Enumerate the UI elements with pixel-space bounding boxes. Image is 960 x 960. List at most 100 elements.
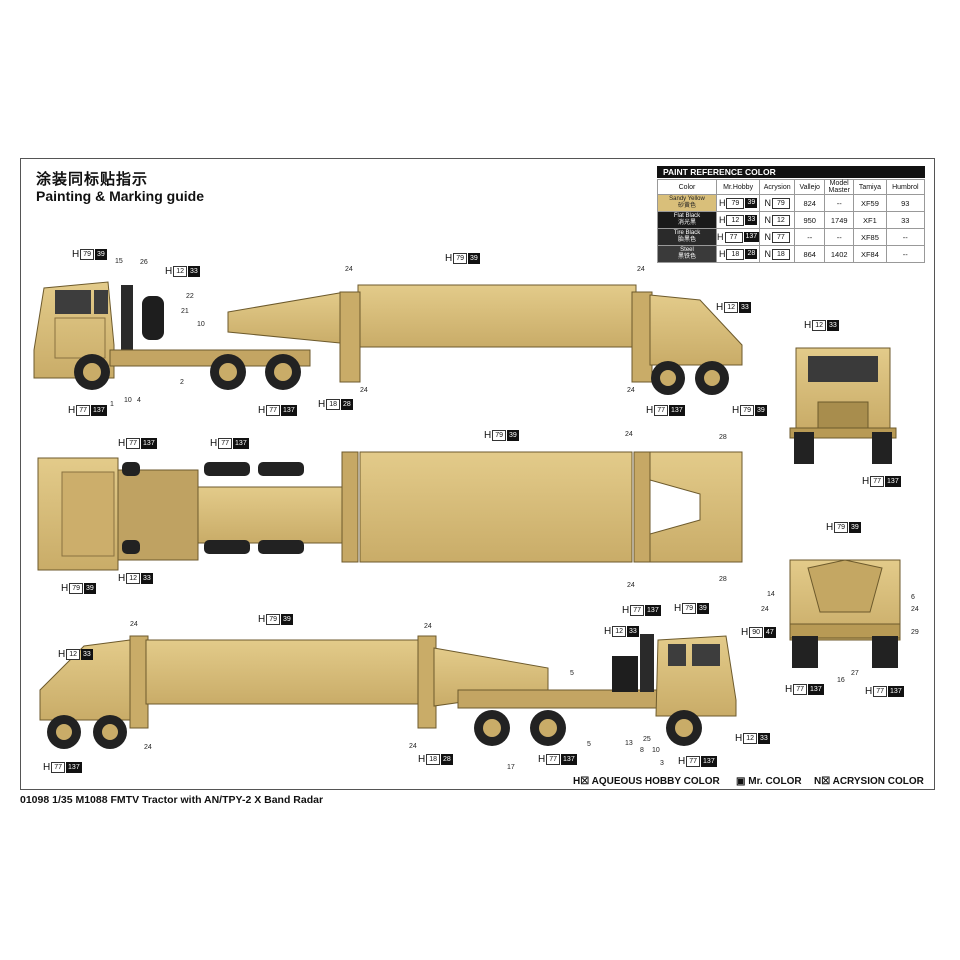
front-windshield	[808, 356, 878, 382]
callout-hobby-code: 79	[740, 405, 755, 416]
front-grille	[817, 401, 869, 431]
decal-number: 24	[360, 387, 368, 394]
decal-number: 24	[345, 266, 353, 273]
exhaust-top	[121, 285, 133, 365]
callout-mr-code: 47	[764, 627, 776, 638]
header-humbrol: Humbrol	[885, 179, 926, 195]
plan-trailer-rear	[649, 451, 743, 563]
decal-number: 24	[627, 582, 635, 589]
decal-number: 10	[652, 747, 660, 754]
color-name-cn: 消光黑	[677, 220, 696, 226]
color-name: Tire Black	[673, 230, 701, 236]
decal-number: 24	[627, 387, 635, 394]
callout-hobby-code: 79	[492, 430, 507, 441]
radar-box-bottom	[145, 639, 421, 705]
callout-mr-code: 137	[281, 405, 297, 416]
callout-mr-code: 137	[808, 684, 824, 695]
callout-mr-code: 137	[669, 405, 685, 416]
callout-mr-code: 33	[627, 626, 639, 637]
decal-number: 21	[181, 308, 189, 315]
trailer-rear-top	[649, 294, 743, 366]
callout-mr-code: 33	[758, 733, 770, 744]
callout-hobby-code: 12	[126, 573, 141, 584]
side-view-bottom	[39, 634, 737, 749]
callout-mr-code: 39	[849, 522, 861, 533]
decal-number: 24	[409, 743, 417, 750]
decal-number: 24	[130, 621, 138, 628]
decal-number: 14	[767, 591, 775, 598]
decal-number: 2	[180, 379, 184, 386]
callout-hobby-code: 90	[749, 627, 764, 638]
decal-number: 24	[911, 606, 919, 613]
callout-mr-code: 137	[91, 405, 107, 416]
callout-hobby-code: 77	[76, 405, 91, 416]
legend-hobby-label: AQUEOUS HOBBY COLOR	[591, 776, 720, 787]
callout-hobby-code: 12	[612, 626, 627, 637]
decal-number: 22	[186, 293, 194, 300]
decal-number: 6	[911, 594, 915, 601]
callout-hobby-code: 77	[686, 756, 701, 767]
callout-hobby-code: 77	[873, 686, 888, 697]
callout-hobby-code: 77	[546, 754, 561, 765]
callout-mr-code: 28	[341, 399, 353, 410]
callout-mr-code: 137	[66, 762, 82, 773]
callout-hobby-code: 18	[326, 399, 341, 410]
callout-hobby-code: 77	[793, 684, 808, 695]
callout-hobby-code: 77	[266, 405, 281, 416]
callout-mr-code: 28	[441, 754, 453, 765]
decal-number: 29	[911, 629, 919, 636]
decal-number: 5	[587, 741, 591, 748]
callout-mr-code: 137	[701, 756, 717, 767]
legend-hobby: H☒ AQUEOUS HOBBY COLOR	[573, 776, 720, 787]
plan-neck	[197, 486, 349, 544]
decal-number: 25	[643, 736, 651, 743]
front-view	[789, 347, 897, 464]
humbrol-code: 33	[885, 211, 926, 229]
tractor-chassis-top	[109, 349, 311, 367]
decal-number: 24	[761, 606, 769, 613]
vallejo-code: --	[794, 228, 826, 246]
callout-mr-code: 39	[507, 430, 519, 441]
callout-mr-code: 33	[141, 573, 153, 584]
callout-mr-code: 33	[81, 649, 93, 660]
callout-hobby-code: 77	[126, 438, 141, 449]
color-name-cn: 胎黑色	[677, 237, 696, 243]
tamiya-code: XF84	[853, 245, 887, 263]
decal-number: 17	[507, 764, 515, 771]
plan-radar-box	[359, 451, 633, 563]
decal-number: 26	[140, 259, 148, 266]
callout-hobby-code: 79	[80, 249, 95, 260]
decal-number: 16	[837, 677, 845, 684]
callout-hobby-code: 79	[266, 614, 281, 625]
callout-hobby-code: 79	[682, 603, 697, 614]
legend-mr-label: Mr. COLOR	[748, 776, 802, 787]
decal-number: 13	[625, 740, 633, 747]
product-caption: 01098 1/35 M1088 FMTV Tractor with AN/TP…	[20, 794, 324, 806]
front-tire-right	[872, 432, 892, 464]
legend-acrysion-label: ACRYSION COLOR	[832, 776, 924, 787]
decal-number: 28	[719, 434, 727, 441]
callout-hobby-code: 77	[630, 605, 645, 616]
decal-number: 10	[124, 397, 132, 404]
decal-number: 24	[424, 623, 432, 630]
